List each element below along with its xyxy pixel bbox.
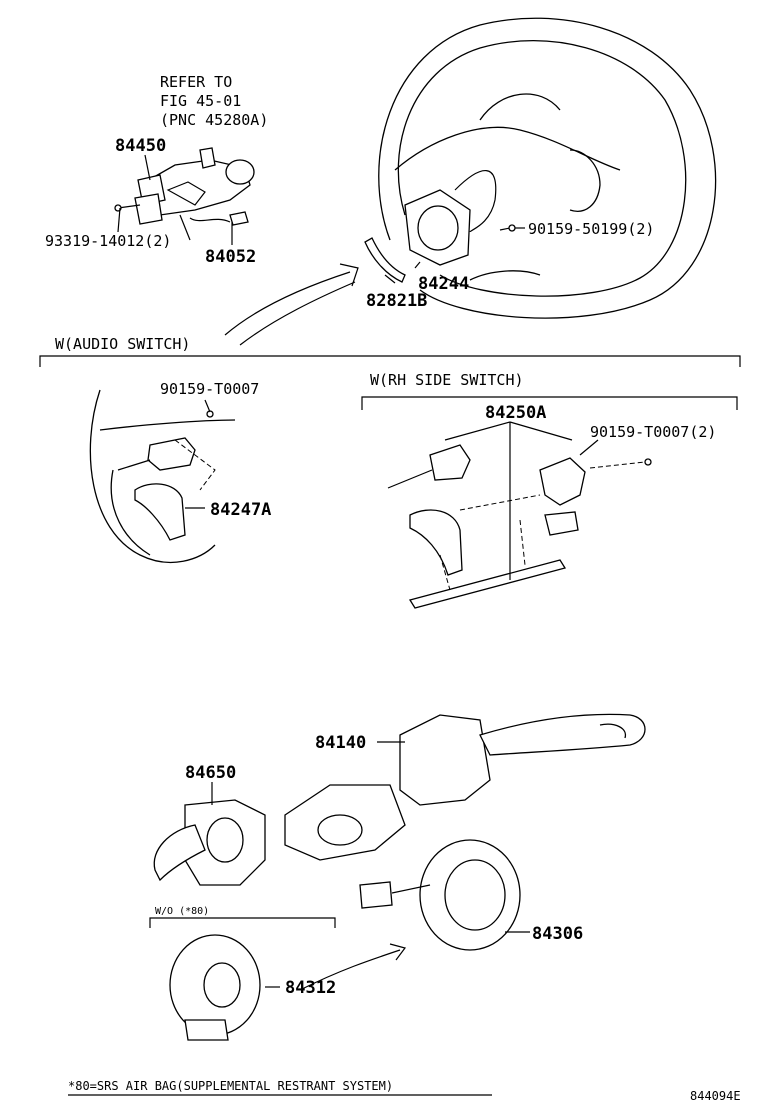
leader-lines — [117, 154, 599, 988]
steering-wheel-drawing — [364, 17, 717, 319]
part-label-84450: 84450 — [115, 136, 166, 156]
spiral-cable-drawing — [359, 839, 521, 951]
part-label-84052: 84052 — [205, 247, 256, 267]
part-label-84312: 84312 — [285, 978, 336, 998]
combination-switch-drawing — [284, 713, 646, 861]
footnote: *80=SRS AIR BAG(SUPPLEMENTAL RESTRANT SY… — [68, 1079, 393, 1093]
part-label-84244: 84244 — [418, 274, 469, 294]
rh-switch-label: W(RH SIDE SWITCH) — [370, 371, 524, 389]
audio-switch-drawing — [89, 389, 236, 563]
audio-switch-label: W(AUDIO SWITCH) — [55, 335, 190, 353]
part-label-93319-14012: 93319-14012(2) — [45, 232, 171, 250]
audio-switch-bracket — [39, 355, 741, 367]
part-label-84306: 84306 — [532, 924, 583, 944]
assembly-arrow-2 — [299, 943, 407, 991]
turn-signal-switch-drawing — [153, 799, 266, 886]
refer-label-line1: REFER TO — [160, 73, 232, 91]
wo80-bracket — [149, 917, 336, 928]
part-label-82821B: 82821B — [366, 291, 427, 311]
rh-switch-bracket — [361, 396, 738, 410]
steering-column-drawing — [114, 147, 255, 241]
assembly-arrow — [224, 263, 359, 346]
part-label-84650: 84650 — [185, 763, 236, 783]
part-label-90159-50199: 90159-50199(2) — [528, 220, 654, 238]
rh-switch-drawing — [387, 444, 652, 609]
figure-code: 844094E — [690, 1089, 741, 1103]
refer-label-line3: (PNC 45280A) — [160, 111, 268, 129]
part-label-90159-T0007: 90159-T0007 — [160, 380, 259, 398]
part-label-84247A: 84247A — [210, 500, 271, 520]
part-label-90159-T0007-2: 90159-T0007(2) — [590, 423, 716, 441]
part-label-84250A: 84250A — [485, 403, 546, 423]
spiral-cable-wo80-drawing — [169, 934, 261, 1041]
wo80-label: W/O (*80) — [155, 906, 209, 917]
part-label-84140: 84140 — [315, 733, 366, 753]
refer-label-line2: FIG 45-01 — [160, 92, 241, 110]
